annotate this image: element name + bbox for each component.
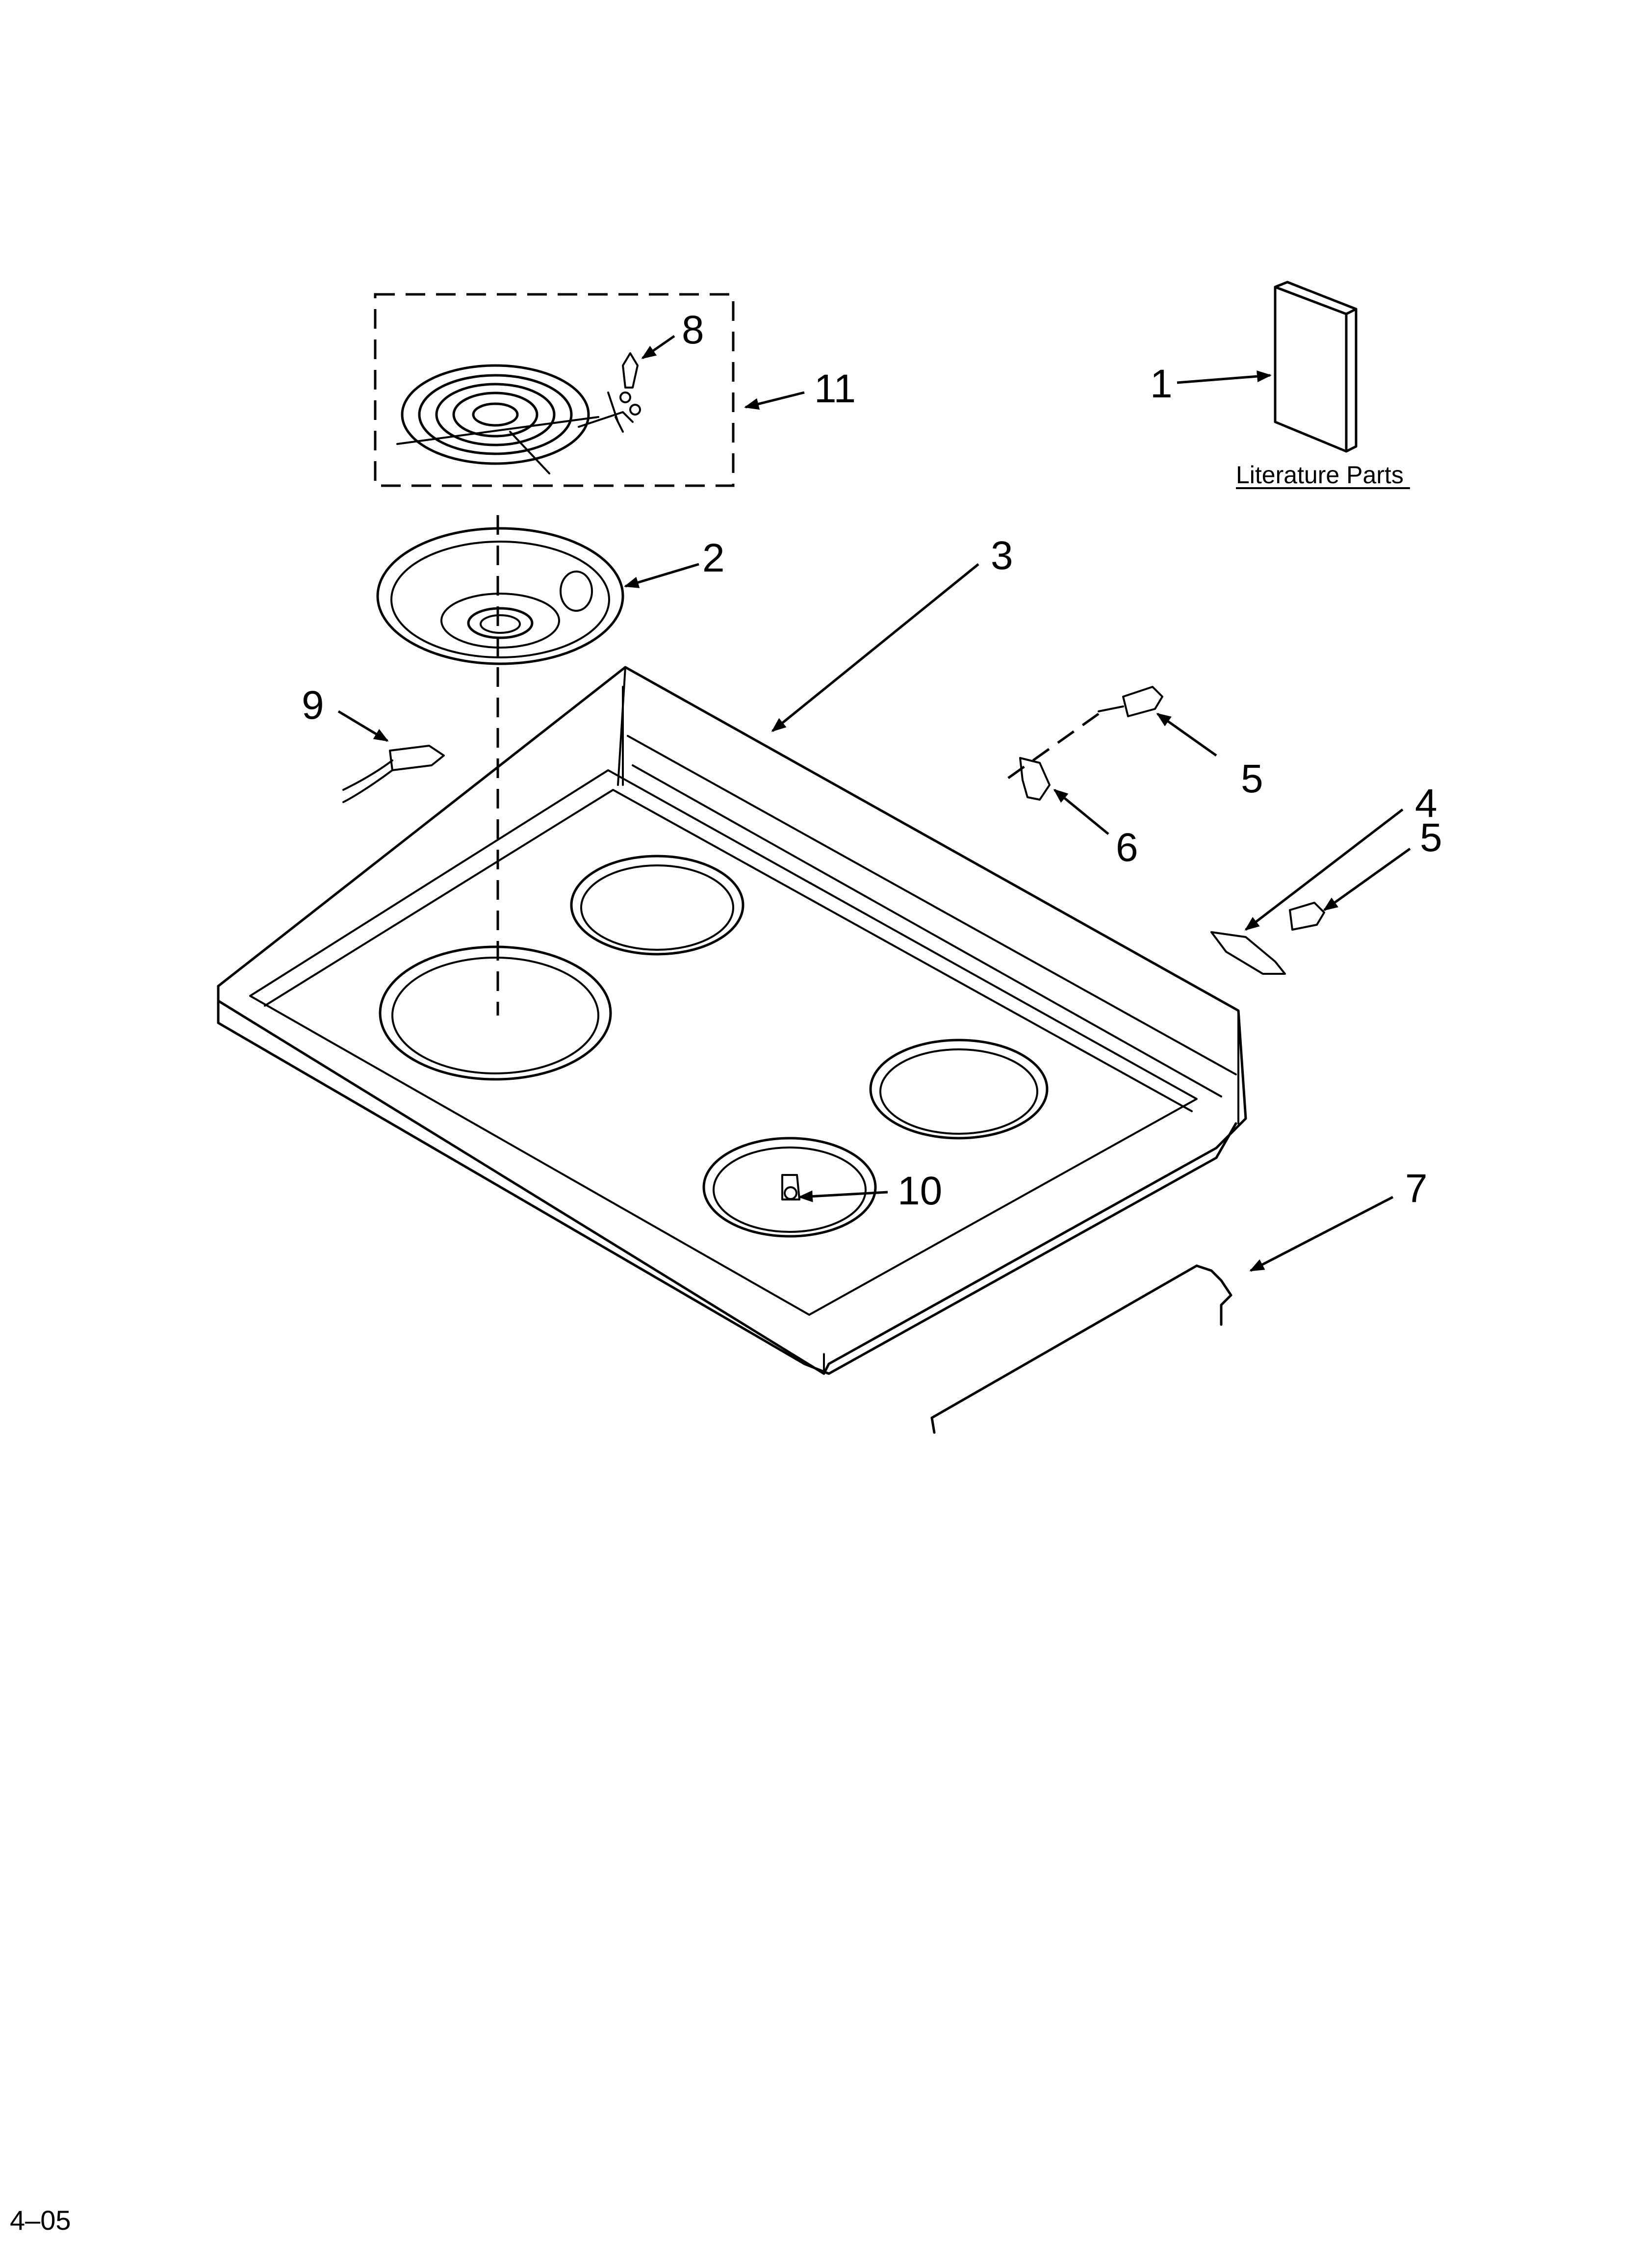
burner-opening-rear-right	[869, 1039, 1049, 1140]
callout-10: 10	[898, 1169, 942, 1213]
clip-part-6	[1019, 757, 1051, 801]
footer-code: 4–05	[10, 2205, 71, 2236]
wire-connector-part-9	[342, 745, 445, 803]
callout-5-upper: 5	[1241, 756, 1263, 801]
burner-opening-rear-left	[570, 855, 744, 956]
callout-6: 6	[1116, 825, 1138, 870]
burner-opening-front-right	[702, 1137, 877, 1238]
leader-arrows	[337, 335, 1411, 1272]
callout-11: 11	[814, 366, 856, 411]
screw-part-10	[781, 1174, 800, 1200]
burner-opening-front-left	[379, 945, 612, 1081]
callout-7: 7	[1405, 1166, 1428, 1211]
screw-upper-part-5	[1098, 686, 1163, 717]
screw-lower-part-5	[1289, 902, 1325, 931]
callout-2: 2	[702, 536, 725, 580]
callout-4: 4	[1415, 781, 1437, 826]
drip-bowl	[376, 527, 624, 665]
callout-5-lower: 5	[1420, 815, 1442, 860]
support-rod-part-7	[930, 1264, 1232, 1434]
callout-1: 1	[1150, 362, 1173, 406]
literature-parts-label: Literature Parts	[1236, 461, 1404, 489]
callout-8: 8	[682, 308, 704, 352]
cooktop-main-top	[217, 666, 1247, 1375]
terminal-block-part-8	[607, 352, 641, 433]
bracket-part-4	[1210, 931, 1286, 975]
callout-9: 9	[302, 683, 324, 728]
screw-alignment-line	[1004, 712, 1100, 782]
surface-element-coil	[396, 364, 634, 474]
literature-parts-booklet	[1274, 281, 1358, 453]
callout-3: 3	[991, 533, 1013, 578]
